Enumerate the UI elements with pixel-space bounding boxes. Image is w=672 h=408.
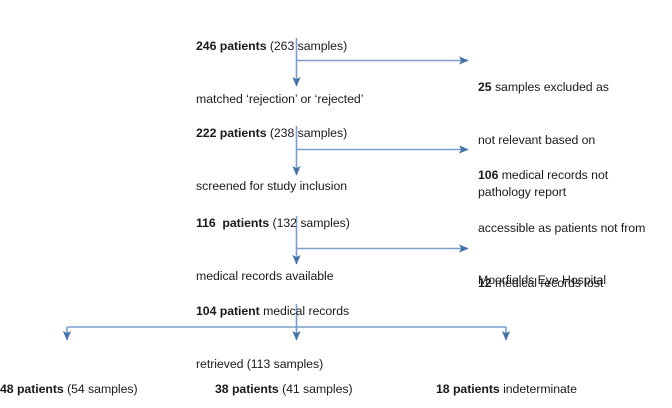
node-initial-line2: matched ‘rejection’ or ‘rejected’: [196, 91, 364, 106]
node-outcome-endothelial-rejection: 48 patients (54 samples) Endothelial rej…: [0, 346, 200, 408]
node-screened-line1: 222 patients (238 samples): [196, 125, 347, 143]
node-screened: 222 patients (238 samples) screened for …: [196, 90, 347, 230]
node-initial-cohort: 246 patients (263 samples) matched ‘reje…: [196, 3, 363, 143]
node-retrieved-line1: 104 patient medical records: [196, 303, 349, 321]
node-rejection-line1: 48 patients (54 samples): [0, 381, 200, 399]
node-inaccessible-line1: 106 medical records not: [478, 167, 645, 185]
node-screened-count: 222 patients: [196, 126, 267, 140]
node-rejection-samples: (54 samples): [63, 382, 138, 396]
node-inaccessible-line2: accessible as patients not from: [478, 220, 646, 235]
node-inaccessible-text: medical records not: [498, 168, 609, 182]
node-lost-line1: 12 medical records lost: [478, 275, 603, 293]
node-lost-count: 12: [478, 276, 492, 290]
node-outcome-no-rejection-controls: 38 patients (41 samples) No endothelial …: [215, 346, 420, 408]
node-excluded-count: 25: [478, 80, 492, 94]
node-inaccessible-line3: Moorfields Eye Hospital: [478, 273, 607, 287]
node-records-line2: medical records available: [196, 268, 334, 283]
node-retrieved-desc: medical records: [259, 304, 350, 318]
node-indeterminate-text: indeterminate: [499, 382, 577, 396]
node-indeterminate-count: 18 patients: [436, 382, 500, 396]
node-records-count: 116 patients: [196, 216, 270, 230]
node-retrieved-line2: retrieved (113 samples): [196, 356, 324, 371]
node-outcome-indeterminate: 18 patients indeterminate outcome or ins…: [436, 346, 672, 408]
node-initial-line1: 246 patients (263 samples): [196, 38, 363, 56]
node-norejection-line1: 38 patients (41 samples): [215, 381, 420, 399]
node-screened-samples: (238 samples): [266, 126, 348, 140]
node-excluded-line2: not relevant based on: [478, 132, 596, 147]
node-excluded-line3: pathology report: [478, 185, 567, 199]
node-norejection-count: 38 patients: [215, 382, 279, 396]
node-rejection-count: 48 patients: [0, 382, 64, 396]
node-records-line1: 116 patients (132 samples): [196, 215, 350, 233]
node-records-retrieved: 104 patient medical records retrieved (1…: [196, 268, 349, 408]
node-inaccessible-count: 106: [478, 168, 499, 182]
node-lost-text: medical records lost: [491, 276, 604, 290]
node-norejection-samples: (41 samples): [278, 382, 353, 396]
node-records-samples: (132 samples): [269, 216, 350, 230]
node-retrieved-count: 104 patient: [196, 304, 260, 318]
node-records-inaccessible: 106 medical records not accessible as pa…: [478, 132, 645, 325]
node-records-available: 116 patients (132 samples) medical recor…: [196, 180, 350, 320]
node-excluded-samples: 25 samples excluded as not relevant base…: [478, 44, 609, 237]
node-indeterminate-line1: 18 patients indeterminate: [436, 381, 672, 399]
node-excluded-line1: 25 samples excluded as: [478, 79, 609, 97]
node-excluded-text: samples excluded as: [491, 80, 609, 94]
node-initial-count: 246 patients: [196, 39, 267, 53]
node-screened-line2: screened for study inclusion: [196, 178, 348, 193]
node-initial-samples: (263 samples): [266, 39, 348, 53]
node-records-lost: 12 medical records lost: [478, 240, 603, 328]
